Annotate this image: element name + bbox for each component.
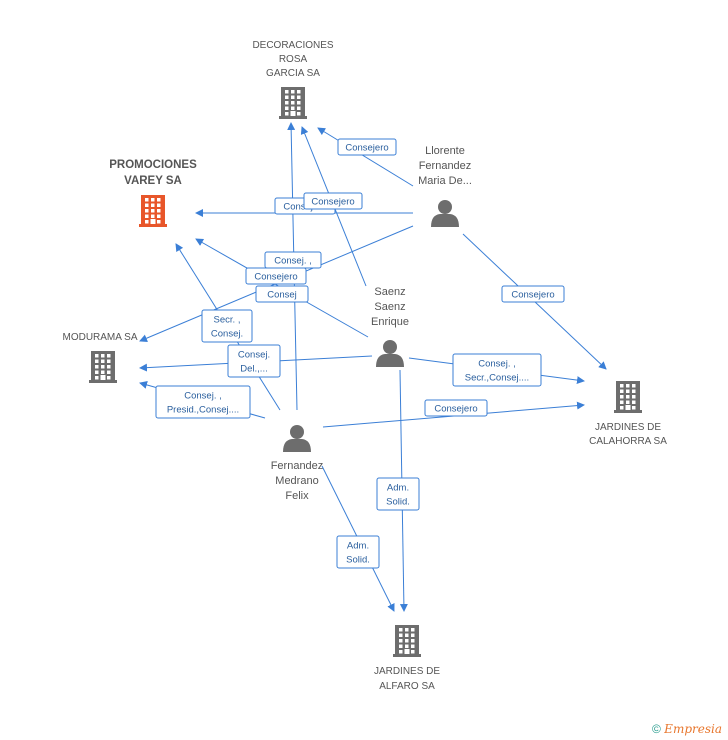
person-label: Saenz — [374, 301, 405, 313]
building-icon — [614, 381, 642, 413]
edge-label-box — [452, 353, 542, 387]
building-icon — [89, 351, 117, 383]
person-label: Llorente — [425, 145, 465, 157]
edge-label-text: Consej. , — [184, 391, 222, 402]
company-label: PROMOCIONES — [109, 159, 197, 171]
edge-label-e7: Consej — [255, 285, 309, 303]
person-label: Fernandez — [271, 460, 324, 472]
edge-label-e3: Consejero — [303, 192, 363, 210]
edge-label-text: Consej. , — [478, 359, 516, 370]
edge-label-e12: Consejero — [424, 399, 488, 417]
edge-label-e6: Consejero — [501, 285, 565, 303]
company-label: ALFARO SA — [379, 681, 435, 692]
edge-label-text: Consejero — [254, 272, 297, 283]
company-node-jardines-alfaro[interactable]: JARDINES DE ALFARO SA — [374, 625, 440, 692]
person-label: Felix — [285, 490, 309, 502]
edge-label-box — [303, 192, 363, 210]
edge-label-e9: Consej. Del.,... — [227, 344, 281, 378]
company-label: JARDINES DE — [374, 666, 440, 677]
edge-label-e4: Consejero — [245, 267, 307, 285]
edge-label-text: Consejero — [311, 197, 354, 208]
footer-credit: © Empresia — [652, 722, 722, 736]
company-label: DECORACIONES — [252, 40, 333, 51]
edge-label-e1: Consejero — [337, 138, 397, 156]
edge-label-text: Presid.,Consej.... — [167, 405, 239, 416]
copyright-symbol: © — [651, 722, 661, 736]
edge-label-text: Solid. — [386, 497, 410, 508]
edge-label-box — [155, 385, 251, 419]
edge-label-text: Secr.,Consej.... — [465, 373, 529, 384]
edge-label-text: Consejero — [345, 143, 388, 154]
nodes: DECORACIONES ROSA GARCIA SA PROMOCIONES VARE… — [62, 40, 667, 692]
edge-label-text: Adm. — [387, 483, 409, 494]
edge-labels: ConsejeroConsejeroConsejeroConsejeroCons… — [155, 138, 565, 569]
company-node-decoraciones[interactable]: DECORACIONES ROSA GARCIA SA — [252, 40, 334, 119]
edge-label-box — [201, 309, 253, 343]
company-node-promociones[interactable]: PROMOCIONES VAREY SA — [109, 159, 197, 227]
person-icon — [431, 200, 459, 227]
edge-label-e13: Adm. Solid. — [376, 477, 420, 511]
company-label: VAREY SA — [124, 175, 182, 187]
company-label: CALAHORRA SA — [589, 436, 667, 447]
edge-label-box — [376, 477, 420, 511]
company-label: GARCIA SA — [266, 68, 320, 79]
edge-line — [317, 127, 414, 187]
edge-label-text: Consej — [267, 290, 297, 301]
person-icon — [376, 340, 404, 367]
edge-label-box — [264, 251, 322, 269]
edge-label-box — [501, 285, 565, 303]
person-label: Maria De... — [418, 175, 472, 187]
edge-label-text: Consej. — [211, 329, 243, 340]
edge-label-e5: Consej. , — [264, 251, 322, 269]
brand-rest: mpresia — [672, 722, 722, 736]
edge-label-box — [336, 535, 380, 569]
edge-label-text: Adm. — [347, 541, 369, 552]
person-icon — [283, 425, 311, 452]
company-label: ROSA — [279, 54, 308, 65]
edge-label-e8: Secr. , Consej. — [201, 309, 253, 343]
building-icon — [393, 625, 421, 657]
edge-label-text: Consej. , — [274, 256, 312, 267]
brand-first-letter: E — [664, 722, 673, 736]
person-label: Enrique — [371, 316, 409, 328]
person-label: Medrano — [275, 475, 318, 487]
edge-label-box — [255, 285, 309, 303]
edge-label-text: Consej. — [238, 350, 270, 361]
edge-label-text: Solid. — [346, 555, 370, 566]
edge-label-text: Consejero — [511, 290, 554, 301]
building-icon — [279, 87, 307, 119]
edge-label-text: Del.,... — [240, 364, 267, 375]
company-label: MODURAMA SA — [62, 332, 137, 343]
edge-label-text: Consejero — [434, 404, 477, 415]
edge-label-box — [424, 399, 488, 417]
edge-label-e11: Consej. , Presid.,Consej.... — [155, 385, 251, 419]
edge-label-box — [337, 138, 397, 156]
company-label: JARDINES DE — [595, 422, 661, 433]
person-label: Fernandez — [419, 160, 472, 172]
edge-label-e10: Consej. , Secr.,Consej.... — [452, 353, 542, 387]
edge-label-box — [227, 344, 281, 378]
company-node-jardines-calahorra[interactable]: JARDINES DE CALAHORRA SA — [589, 381, 667, 447]
company-node-modurama[interactable]: MODURAMA SA — [62, 332, 138, 383]
edge-label-e14: Adm. Solid. — [336, 535, 380, 569]
brand-logo: Empresia — [664, 722, 722, 736]
building-icon — [139, 195, 167, 227]
edge-label-text: Secr. , — [214, 315, 241, 326]
person-label: Saenz — [374, 286, 405, 298]
